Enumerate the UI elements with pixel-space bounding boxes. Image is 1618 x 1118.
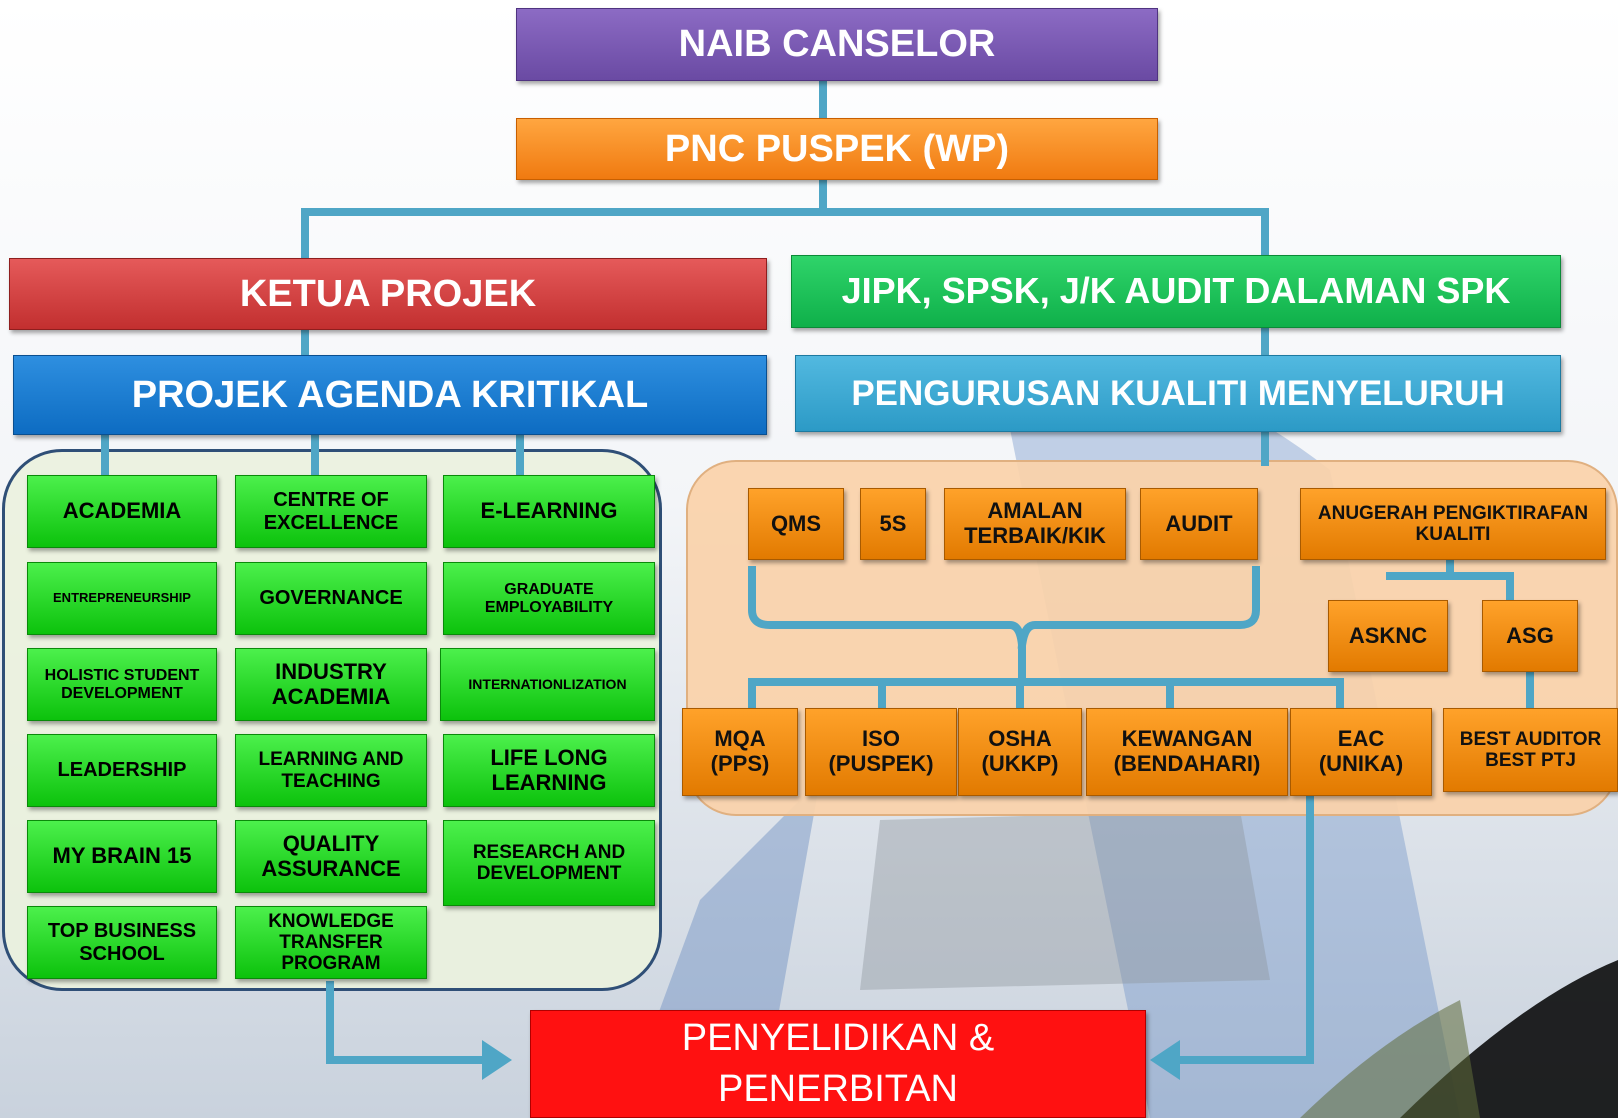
audit-committee-box: JIPK, SPSK, J/K AUDIT DALAMAN SPK bbox=[791, 255, 1561, 328]
agenda-item: KNOWLEDGE TRANSFER PROGRAM bbox=[235, 906, 427, 979]
agenda-item: GOVERNANCE bbox=[235, 562, 427, 635]
agenda-item: LIFE LONG LEARNING bbox=[443, 734, 655, 807]
research-publication-box: PENYELIDIKAN & PENERBITAN bbox=[530, 1010, 1146, 1118]
quality-item: 5S bbox=[860, 488, 926, 560]
certification-body: MQA (PPS) bbox=[682, 708, 798, 796]
agenda-item: LEADERSHIP bbox=[27, 734, 217, 807]
quality-item: AUDIT bbox=[1140, 488, 1258, 560]
vice-chancellor-box: NAIB CANSELOR bbox=[516, 8, 1158, 81]
deputy-vice-chancellor-box: PNC PUSPEK (WP) bbox=[516, 118, 1158, 180]
agenda-item: E-LEARNING bbox=[443, 475, 655, 548]
agenda-item: CENTRE OF EXCELLENCE bbox=[235, 475, 427, 548]
total-quality-management-box: PENGURUSAN KUALITI MENYELURUH bbox=[795, 355, 1561, 432]
certification-body: OSHA (UKKP) bbox=[958, 708, 1082, 796]
project-head-box: KETUA PROJEK bbox=[9, 258, 767, 330]
agenda-item: ENTREPRENEURSHIP bbox=[27, 562, 217, 635]
quality-item: QMS bbox=[748, 488, 844, 560]
agenda-item: INTERNATIONLIZATION bbox=[440, 648, 655, 721]
certification-body: KEWANGAN (BENDAHARI) bbox=[1086, 708, 1288, 796]
agenda-item: RESEARCH AND DEVELOPMENT bbox=[443, 820, 655, 906]
agenda-item: HOLISTIC STUDENT DEVELOPMENT bbox=[27, 648, 217, 721]
certification-body: EAC (UNIKA) bbox=[1290, 708, 1432, 796]
agenda-item: GRADUATE EMPLOYABILITY bbox=[443, 562, 655, 635]
agenda-item: LEARNING AND TEACHING bbox=[235, 734, 427, 807]
quality-item: AMALAN TERBAIK/KIK bbox=[944, 488, 1126, 560]
agenda-item: INDUSTRY ACADEMIA bbox=[235, 648, 427, 721]
certification-body: ISO (PUSPEK) bbox=[805, 708, 957, 796]
award-category: ASKNC bbox=[1328, 600, 1448, 672]
critical-agenda-project-box: PROJEK AGENDA KRITIKAL bbox=[13, 355, 767, 435]
quality-award-box: ANUGERAH PENGIKTIRAFAN KUALITI bbox=[1300, 488, 1606, 560]
award-category: ASG bbox=[1482, 600, 1578, 672]
agenda-item: QUALITY ASSURANCE bbox=[235, 820, 427, 893]
agenda-item: ACADEMIA bbox=[27, 475, 217, 548]
agenda-item: TOP BUSINESS SCHOOL bbox=[27, 906, 217, 979]
best-auditor-box: BEST AUDITOR BEST PTJ bbox=[1443, 708, 1618, 792]
agenda-item: MY BRAIN 15 bbox=[27, 820, 217, 893]
